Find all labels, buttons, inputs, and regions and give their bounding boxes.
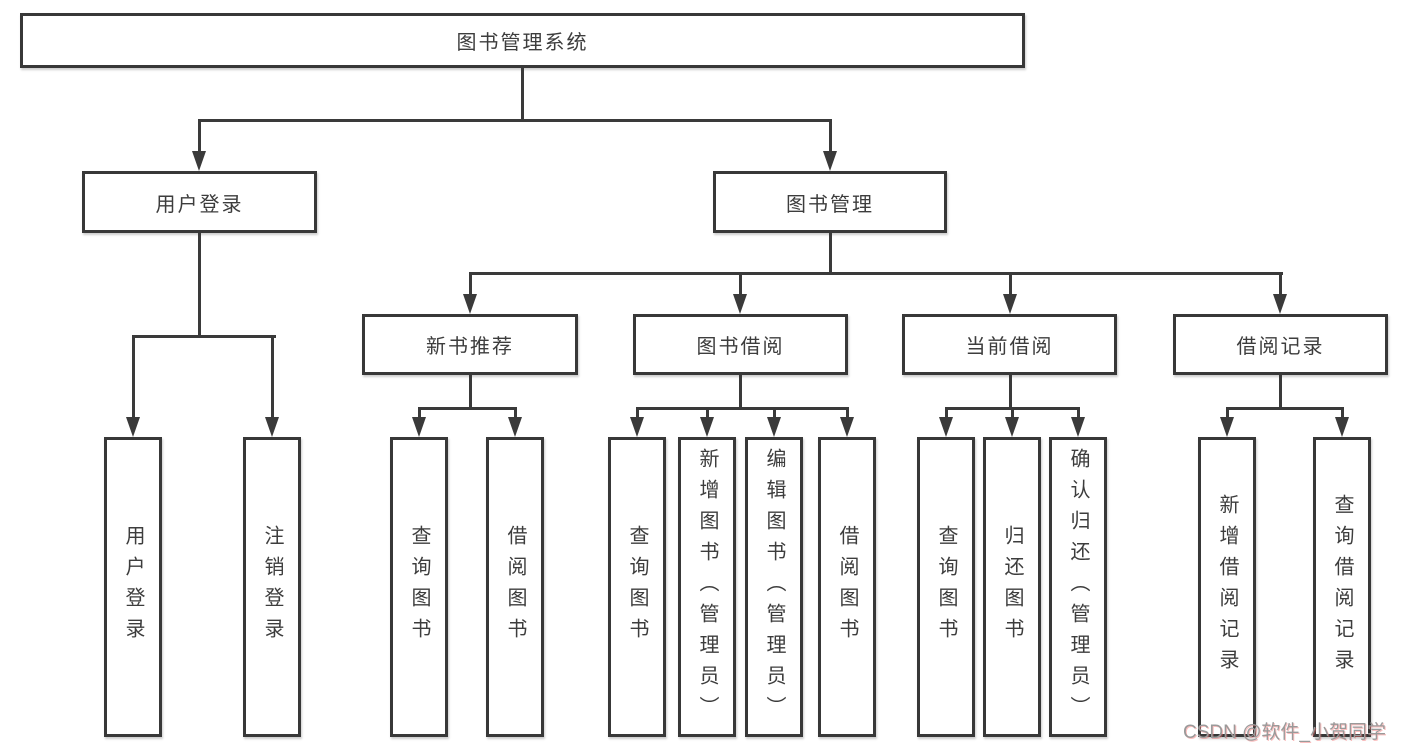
connector-borrowing-records-rail: [1225, 407, 1344, 410]
connector-branch-borrow-book-borrowing: [845, 407, 849, 419]
connector-branch-confirm-return-admin: [1076, 407, 1080, 419]
arrowhead-query-book-current: [939, 417, 953, 437]
arrowhead-edit-book-admin: [767, 417, 781, 437]
connector-book-borrowing-rail: [635, 407, 849, 410]
connector-branch-leaf-logout: [270, 335, 274, 419]
connector-current-borrowing-stem: [1008, 375, 1012, 409]
leaf-return-book: 归还图书: [983, 437, 1041, 737]
arrowhead-add-book-admin: [700, 417, 714, 437]
arrowhead-borrow-book-borrowing: [840, 417, 854, 437]
connector-branch-book-management: [828, 119, 832, 155]
connector-root-rail: [197, 119, 832, 122]
arrowhead-confirm-return-admin: [1071, 417, 1085, 437]
leaf-query-book-borrowing: 查询图书: [608, 437, 666, 737]
connector-branch-query-borrow-record: [1340, 407, 1344, 419]
node-book-borrowing: 图书借阅: [633, 314, 848, 375]
leaf-borrow-book-recommend: 借阅图书: [486, 437, 544, 737]
arrowhead-query-book-borrowing: [630, 417, 644, 437]
connector-branch-query-book-borrowing: [635, 407, 639, 419]
arrowhead-borrowing-records: [1273, 294, 1287, 314]
csdn-watermark: CSDN @软件_小贺同学: [1183, 722, 1386, 743]
leaf-edit-book-admin: 编辑图书（管理员）: [745, 437, 803, 737]
connector-branch-borrow-book-recommend: [513, 407, 517, 419]
node-book-management: 图书管理: [713, 171, 947, 233]
connector-branch-new-book-recommend: [468, 272, 472, 296]
connector-branch-return-book: [1010, 407, 1014, 419]
connector-book-borrowing-stem: [738, 375, 742, 409]
connector-root-stem: [520, 68, 524, 122]
leaf-query-book-current: 查询图书: [917, 437, 975, 737]
connector-branch-book-borrowing: [738, 272, 742, 296]
leaf-query-borrow-record: 查询借阅记录: [1313, 437, 1371, 737]
node-new-book-recommend: 新书推荐: [362, 314, 578, 375]
connector-branch-query-book-current: [944, 407, 948, 419]
connector-branch-current-borrowing: [1008, 272, 1012, 296]
connector-borrowing-records-stem: [1278, 375, 1282, 409]
connector-branch-borrowing-records: [1278, 272, 1282, 296]
arrowhead-return-book: [1005, 417, 1019, 437]
arrowhead-current-borrowing: [1003, 294, 1017, 314]
connector-branch-add-borrow-record: [1225, 407, 1229, 419]
leaf-borrow-book-borrowing: 借阅图书: [818, 437, 876, 737]
leaf-confirm-return-admin: 确认归还（管理员）: [1049, 437, 1107, 737]
arrowhead-book-borrowing: [733, 294, 747, 314]
arrowhead-add-borrow-record: [1220, 417, 1234, 437]
arrowhead-query-book-recommend: [412, 417, 426, 437]
leaf-query-book-recommend: 查询图书: [390, 437, 448, 737]
connector-branch-leaf-user-login: [131, 335, 135, 419]
arrowhead-book-management: [823, 151, 837, 171]
arrowhead-leaf-user-login: [126, 417, 140, 437]
leaf-add-borrow-record: 新增借阅记录: [1198, 437, 1256, 737]
connector-new-book-recommend-stem: [468, 375, 472, 409]
arrowhead-new-book-recommend: [463, 294, 477, 314]
leaf-logout: 注销登录: [243, 437, 301, 737]
arrowhead-user-login: [192, 151, 206, 171]
node-user-login: 用户登录: [82, 171, 317, 233]
connector-new-book-recommend-rail: [417, 407, 517, 410]
connector-branch-query-book-recommend: [417, 407, 421, 419]
connector-user-login-stem: [197, 233, 201, 337]
connector-branch-add-book-admin: [705, 407, 709, 419]
leaf-add-book-admin: 新增图书（管理员）: [678, 437, 736, 737]
connector-user-login-rail: [131, 335, 276, 338]
node-root-system: 图书管理系统: [20, 13, 1025, 68]
leaf-user-login: 用户登录: [104, 437, 162, 737]
arrowhead-borrow-book-recommend: [508, 417, 522, 437]
arrowhead-leaf-logout: [265, 417, 279, 437]
node-borrowing-records: 借阅记录: [1173, 314, 1388, 375]
connector-book-management-rail: [468, 272, 1283, 275]
connector-book-management-stem: [828, 233, 832, 274]
connector-branch-user-login: [197, 119, 201, 155]
connector-branch-edit-book-admin: [772, 407, 776, 419]
arrowhead-query-borrow-record: [1335, 417, 1349, 437]
node-current-borrowing: 当前借阅: [902, 314, 1117, 375]
